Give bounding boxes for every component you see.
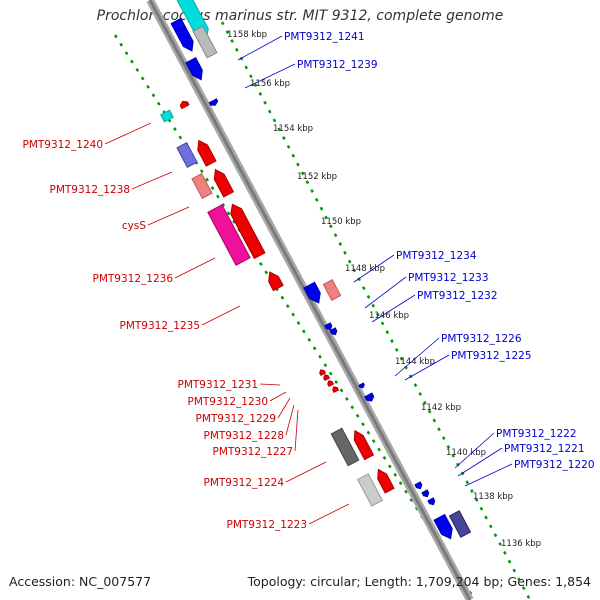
gene-label-left: PMT9312_1228 [204, 430, 285, 442]
leader-line [364, 276, 407, 309]
tick-label: 1148 kbp [345, 264, 385, 274]
gene-feature [329, 327, 338, 336]
gene-feature [327, 380, 335, 388]
gene-feature [213, 168, 235, 198]
gene-feature [421, 489, 430, 498]
gene-feature [176, 142, 198, 168]
gene-feature [324, 322, 333, 331]
gene-feature [323, 374, 331, 382]
gene-feature [207, 204, 251, 266]
leader-line [294, 409, 299, 452]
gene-feature [427, 497, 436, 506]
gene-label-left: PMT9312_1231 [178, 379, 259, 391]
gene-feature [208, 98, 219, 106]
gene-label-right: PMT9312_1241 [284, 31, 365, 43]
gene-label-right: PMT9312_1225 [451, 350, 532, 362]
gene-feature [332, 386, 340, 394]
gene-feature [330, 427, 360, 467]
gene-feature [230, 203, 266, 260]
gene-features [160, 0, 472, 540]
leader-line [244, 63, 296, 89]
gene-label-left: PMT9312_1236 [93, 273, 174, 285]
tick-labels: 1158 kbp 1156 kbp 1154 kbp 1152 kbp 1150 kbp… [227, 30, 541, 549]
leader-line [174, 257, 216, 279]
gene-feature [170, 17, 194, 52]
tick-label: 1140 kbp [446, 448, 486, 458]
gene-feature [353, 429, 375, 461]
gene-feature [364, 392, 375, 402]
leader-line [104, 122, 152, 145]
gene-feature [179, 100, 190, 110]
leader-line [457, 447, 503, 477]
gene-feature [185, 57, 203, 81]
tick-label: 1150 kbp [321, 217, 361, 227]
gene-labels-right: PMT9312_1241PMT9312_1239PMT9312_1234PMT9… [284, 31, 595, 471]
leader-line [277, 397, 291, 419]
label-leader-lines [104, 35, 513, 525]
leader-line [308, 503, 350, 525]
gene-feature [160, 109, 174, 123]
gene-feature [377, 468, 395, 494]
leader-line [454, 432, 495, 469]
gene-label-right: PMT9312_1226 [441, 333, 522, 345]
gene-label-left: PMT9312_1223 [227, 519, 308, 531]
leader-line [259, 383, 281, 386]
gene-label-left: cysS [122, 220, 146, 232]
tick-label: 1146 kbp [369, 311, 409, 321]
backbone-line-core [148, 0, 472, 600]
leader-line [404, 354, 450, 381]
tick-label: 1156 kbp [250, 79, 290, 89]
gene-feature [358, 382, 365, 389]
gene-label-left: PMT9312_1240 [23, 139, 104, 151]
leader-line [371, 294, 416, 323]
leader-line [464, 463, 513, 487]
tick-label: 1138 kbp [473, 492, 513, 502]
gene-feature [192, 25, 218, 59]
leader-line [201, 305, 241, 326]
leader-line [285, 461, 327, 483]
gene-label-right: PMT9312_1220 [514, 459, 595, 471]
tick-label: 1158 kbp [227, 30, 267, 40]
gene-feature [322, 279, 342, 301]
genome-summary-text: Topology: circular; Length: 1,709,204 bp… [247, 574, 591, 589]
tick-label: 1136 kbp [501, 539, 541, 549]
gene-feature [414, 481, 423, 490]
gene-feature [197, 139, 217, 167]
gene-label-left: PMT9312_1227 [213, 446, 294, 458]
gene-label-left: PMT9312_1230 [188, 396, 269, 408]
leader-line [285, 404, 295, 436]
gene-label-left: PMT9312_1229 [196, 413, 277, 425]
gene-label-left: PMT9312_1224 [204, 477, 285, 489]
gene-label-right: PMT9312_1234 [396, 250, 477, 262]
leader-line [147, 206, 190, 226]
gene-label-right: PMT9312_1232 [417, 290, 498, 302]
leader-line [394, 337, 440, 377]
gene-feature [448, 510, 472, 538]
tick-label: 1144 kbp [395, 357, 435, 367]
leader-line [237, 35, 283, 61]
gene-label-left: PMT9312_1235 [120, 320, 201, 332]
gene-label-right: PMT9312_1233 [408, 272, 489, 284]
accession-text: Accession: NC_007577 [9, 574, 152, 589]
leader-line [131, 171, 173, 190]
gene-label-left: PMT9312_1238 [50, 184, 131, 196]
tick-label: 1152 kbp [297, 172, 337, 182]
tick-label: 1154 kbp [273, 124, 313, 134]
gene-feature [191, 173, 213, 199]
gene-feature [268, 271, 284, 292]
gene-feature [356, 473, 384, 507]
gene-label-right: PMT9312_1222 [496, 428, 577, 440]
scale-line-left [113, 34, 477, 600]
leader-line [353, 254, 395, 283]
gene-label-right: PMT9312_1239 [297, 59, 378, 71]
gene-feature [319, 369, 327, 377]
gene-feature [433, 513, 453, 540]
gene-feature [303, 281, 321, 304]
leader-line [269, 391, 287, 402]
gene-label-right: PMT9312_1221 [504, 443, 585, 455]
tick-label: 1142 kbp [421, 403, 461, 413]
